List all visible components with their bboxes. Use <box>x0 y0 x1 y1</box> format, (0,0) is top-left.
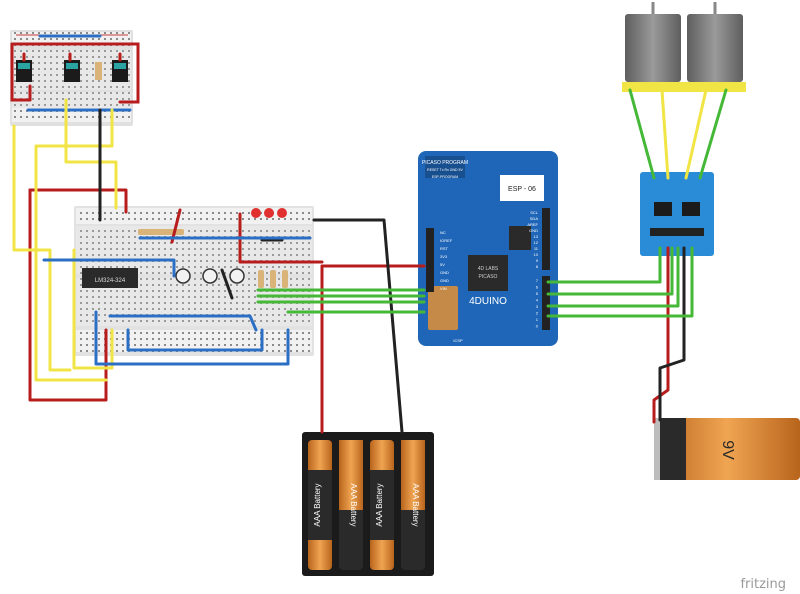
left-header-pin: 5V <box>440 262 445 267</box>
right-header-pin: 11 <box>534 246 539 251</box>
board-bottom-label: ICSP <box>453 338 463 343</box>
left-header-pin: RST <box>440 246 449 251</box>
board-bottom-sublabel: ESP-PROGRAM <box>432 175 458 179</box>
motor-left <box>622 2 684 92</box>
battery-9v-label: 9V <box>719 440 736 460</box>
wire-red-5 <box>238 212 324 264</box>
wires <box>12 88 728 434</box>
board-top-sublabel: RESET Tx Rx GND 5V <box>427 168 463 172</box>
wire-green-6 <box>546 246 674 296</box>
right-header-pin: GND <box>529 228 538 233</box>
top-board-wires <box>10 34 140 112</box>
battery-9v: 9V <box>654 418 800 480</box>
mcu-chip <box>468 255 508 291</box>
led-group <box>251 208 287 218</box>
wire-yellow-1 <box>12 124 72 372</box>
right-header-pin: 13 <box>534 234 539 239</box>
board-name: 4DUINO <box>469 296 507 307</box>
4duino-board: PICASO PROGRAM RESET Tx Rx GND 5V ESP - … <box>418 151 558 346</box>
sensor-middle <box>64 60 80 82</box>
right-header-pin: 1 <box>536 317 539 322</box>
mcu-brand: 4D LABS <box>478 266 499 272</box>
right-header-pin: 8 <box>536 264 539 269</box>
wire-black-4 <box>658 246 686 422</box>
wire-yellow-3 <box>34 108 114 382</box>
sensor-left <box>16 60 32 82</box>
wire-yellow-4 <box>72 248 114 370</box>
aaa-cell: AAA Battery <box>308 440 332 570</box>
mcu-chip-label: PICASO <box>479 274 498 280</box>
left-header-pin: VIN <box>440 286 447 291</box>
motor-right <box>684 2 746 92</box>
aaa-cell: AAA Battery <box>370 440 394 570</box>
right-header-pin: 10 <box>534 252 539 257</box>
pot-3 <box>229 268 245 284</box>
left-header-pin: GND <box>440 278 449 283</box>
right-header-pin: SCL <box>530 210 539 215</box>
motor-lead-4 <box>698 88 728 180</box>
right-header-pin: 6 <box>536 285 539 290</box>
sensor-right <box>112 60 128 82</box>
led-3 <box>277 208 287 218</box>
board-chip-small <box>509 226 531 250</box>
left-header-pin: NC <box>440 230 446 235</box>
right-header-pin: 3 <box>536 304 539 309</box>
pot-2 <box>202 268 218 284</box>
battery-pack: AAA Battery AAA Battery AAA Battery AAA Bat… <box>302 432 434 576</box>
wire-red-2 <box>28 188 128 214</box>
right-header-pin: 9 <box>536 258 539 263</box>
wire-blue-2 <box>126 328 264 352</box>
led-2 <box>264 208 274 218</box>
right-header-pin: AREF <box>527 222 538 227</box>
left-header <box>426 228 434 292</box>
main-resistors <box>138 229 288 288</box>
aaa-cell-label: AAA Battery <box>375 483 384 526</box>
right-header <box>542 208 550 270</box>
wire-green-5 <box>546 246 662 284</box>
pot-1 <box>175 268 191 284</box>
wire-blue-3 <box>94 310 290 366</box>
wire-red-8 <box>220 268 234 300</box>
right-header-pin: 7 <box>536 278 539 283</box>
wire-black-2 <box>312 218 404 434</box>
motor-lead-3 <box>684 88 708 180</box>
motor-lead-1 <box>628 88 656 180</box>
opamp-chip-label: LM324-324 <box>95 278 126 284</box>
left-header-pin: GND <box>440 270 449 275</box>
right-header-pin: SDA <box>530 216 539 221</box>
potentiometers <box>175 268 245 284</box>
aaa-cell-label: AAA Battery <box>349 483 358 526</box>
wire-green-7 <box>546 246 680 308</box>
board-top-label: PICASO PROGRAM <box>422 160 468 166</box>
esp-module <box>500 175 544 201</box>
fritzing-watermark: fritzing <box>740 577 786 592</box>
motor-lead-2 <box>660 88 670 180</box>
left-header-pin: 3V3 <box>440 254 448 259</box>
wire-blue-1 <box>42 258 176 278</box>
left-header-labels: NC IOREF RST 3V3 5V GND GND VIN <box>440 230 453 291</box>
aaa-cell-label: AAA Battery <box>313 483 322 526</box>
left-header-pin: IOREF <box>440 238 453 243</box>
esp-module-label: ESP - 06 <box>508 186 536 193</box>
main-breadboard <box>74 206 314 356</box>
wire-yellow-2 <box>64 98 118 210</box>
led-1 <box>251 208 261 218</box>
right-header-pin: 0 <box>536 324 539 329</box>
aaa-cell-label: AAA Battery <box>411 483 420 526</box>
right-header-low <box>542 276 550 330</box>
opamp-chip: LM324-324 <box>82 268 138 288</box>
aaa-cell: AAA Battery <box>401 440 425 570</box>
motor-driver <box>640 172 714 256</box>
board-connector <box>428 286 458 330</box>
right-header-pin: 5 <box>536 291 539 296</box>
wire-blue-4 <box>108 314 258 332</box>
wire-green-8 <box>546 246 694 318</box>
right-header-pin: 12 <box>534 240 539 245</box>
right-header-pin: 4 <box>536 298 539 303</box>
right-header-pin: 2 <box>536 311 539 316</box>
aaa-cell: AAA Battery <box>339 440 363 570</box>
top-resistor <box>95 62 102 80</box>
